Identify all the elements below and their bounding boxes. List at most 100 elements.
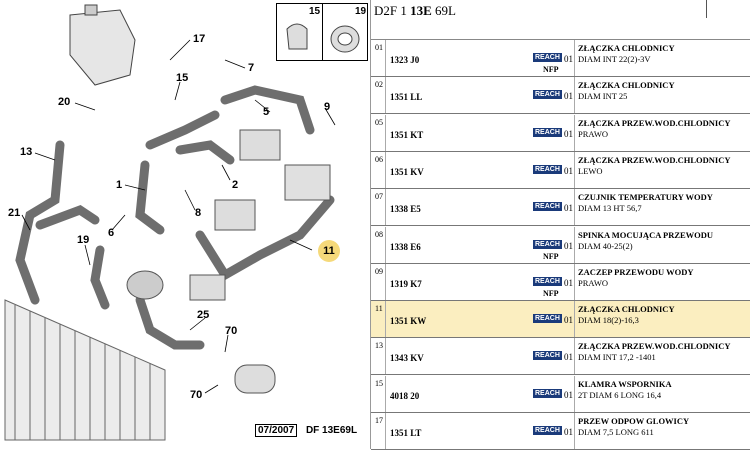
parts-header: D2F 1 13E 69L xyxy=(371,0,750,40)
part-callout-number: 13 xyxy=(375,341,383,351)
part-callout-number: 02 xyxy=(375,80,383,90)
part-description: DIAM 40-25(2) xyxy=(578,240,633,251)
part-reference[interactable]: 1338 E5 xyxy=(390,204,421,215)
part-callout-number: 07 xyxy=(375,192,383,202)
part-name: ZACZEP PRZEWODU WODY xyxy=(578,266,694,277)
part-reference[interactable]: 1323 J0 xyxy=(390,55,420,65)
part-quantity: 01 xyxy=(564,427,573,437)
diagram-stamp: 07/2007 DF 13E69L xyxy=(255,424,358,437)
index-cell xyxy=(371,40,386,76)
part-reference[interactable]: 1338 E6 xyxy=(390,241,421,252)
part-name: KLAMRA WSPORNIKA xyxy=(578,378,672,389)
index-cell xyxy=(371,151,386,188)
callout-1[interactable]: 1 xyxy=(116,179,123,191)
part-callout-number: 06 xyxy=(375,154,383,164)
part-description: DIAM 7,5 LONG 611 xyxy=(578,427,654,437)
reach-badge: REACH xyxy=(533,314,562,324)
index-cell xyxy=(371,226,386,263)
nfp-flag: NFP xyxy=(543,288,559,298)
part-quantity: 01 xyxy=(564,91,573,102)
part-name: CZUJNIK TEMPERATURY WODY xyxy=(578,192,713,203)
part-name: ZŁĄCZKA PRZEW.WOD.CHLODNICY xyxy=(578,154,731,165)
part-reference[interactable]: 4018 20 xyxy=(390,390,420,401)
part-callout-number: 08 xyxy=(375,229,383,239)
part-reference[interactable]: 1351 LT xyxy=(390,428,422,438)
part-quantity: 01 xyxy=(564,352,573,363)
nfp-flag: NFP xyxy=(543,251,559,261)
callout-21[interactable]: 21 xyxy=(8,207,21,219)
part-name: SPINKA MOCUJĄCA PRZEWODU xyxy=(578,229,714,240)
part-description: LEWO xyxy=(578,165,603,176)
part-reference[interactable]: 1351 LL xyxy=(390,92,423,103)
reach-badge: REACH xyxy=(533,90,562,100)
callout-70-bottom[interactable]: 70 xyxy=(190,389,203,401)
index-cell xyxy=(371,189,386,226)
part-name: ZŁĄCZKA CHLODNICY xyxy=(578,304,675,315)
index-cell xyxy=(371,77,386,114)
inset-label-19: 19 xyxy=(355,6,367,17)
callout-8[interactable]: 8 xyxy=(195,207,202,219)
reach-badge: REACH xyxy=(533,276,562,286)
part-callout-number: 05 xyxy=(375,117,383,127)
hose-shapes xyxy=(15,85,335,350)
part-reference[interactable]: 1351 KV xyxy=(390,166,424,177)
reach-badge: REACH xyxy=(533,388,562,398)
part-quantity: 01 xyxy=(564,165,573,176)
callout-11-highlighted[interactable]: 11 xyxy=(318,240,340,262)
part-quantity: 01 xyxy=(564,315,573,326)
callout-5[interactable]: 5 xyxy=(263,106,270,118)
part-description: 2T DIAM 6 LONG 16,4 xyxy=(578,389,662,400)
nfp-flag: NFP xyxy=(543,65,559,74)
index-cell xyxy=(371,301,386,338)
stamp-code: DF 13E69L xyxy=(305,425,358,436)
callout-13[interactable]: 13 xyxy=(20,146,33,158)
part-name: ZŁĄCZKA CHLODNICY xyxy=(578,43,675,53)
part-reference[interactable]: 1319 K7 xyxy=(390,278,422,289)
callout-17[interactable]: 17 xyxy=(193,33,206,45)
part-name: ZŁĄCZKA CHLODNICY xyxy=(578,80,675,91)
stamp-date: 07/2007 xyxy=(255,424,298,437)
part-reference[interactable]: 1343 KV xyxy=(390,353,424,364)
part-callout-number: 09 xyxy=(375,266,383,276)
part-reference[interactable]: 1351 KT xyxy=(390,129,424,140)
reach-badge: REACH xyxy=(533,53,562,62)
reach-badge: REACH xyxy=(533,239,562,249)
callout-6[interactable]: 6 xyxy=(108,227,115,239)
model-bold: 13E xyxy=(410,3,432,18)
callout-19[interactable]: 19 xyxy=(77,234,90,246)
part-reference[interactable]: 1351 KW xyxy=(390,316,427,327)
diagram-drawing xyxy=(4,4,336,441)
callout-2[interactable]: 2 xyxy=(232,179,239,191)
part-name: ZŁĄCZKA PRZEW.WOD.CHLODNICY xyxy=(578,341,731,352)
callout-9[interactable]: 9 xyxy=(324,101,331,113)
part-description: DIAM INT 22(2)-3V xyxy=(578,54,651,64)
callout-15[interactable]: 15 xyxy=(176,72,189,84)
part-description: PRAWO xyxy=(578,128,609,139)
callout-25[interactable]: 25 xyxy=(197,309,210,321)
part-description: DIAM INT 25 xyxy=(578,91,628,102)
callout-20[interactable]: 20 xyxy=(58,96,71,108)
part-callout-number: 15 xyxy=(375,378,383,388)
reach-badge: REACH xyxy=(533,127,562,137)
model-suffix: 69L xyxy=(435,3,456,18)
callout-7[interactable]: 7 xyxy=(248,62,255,74)
part-quantity: 01 xyxy=(564,54,573,64)
callout-70-top[interactable]: 70 xyxy=(225,325,238,337)
reach-badge: REACH xyxy=(533,164,562,174)
part-quantity: 01 xyxy=(564,389,573,400)
part-name: ZŁĄCZKA PRZEW.WOD.CHLODNICY xyxy=(578,117,731,128)
inset-clips-box: 15 19 xyxy=(276,3,368,61)
index-cell xyxy=(371,114,386,151)
